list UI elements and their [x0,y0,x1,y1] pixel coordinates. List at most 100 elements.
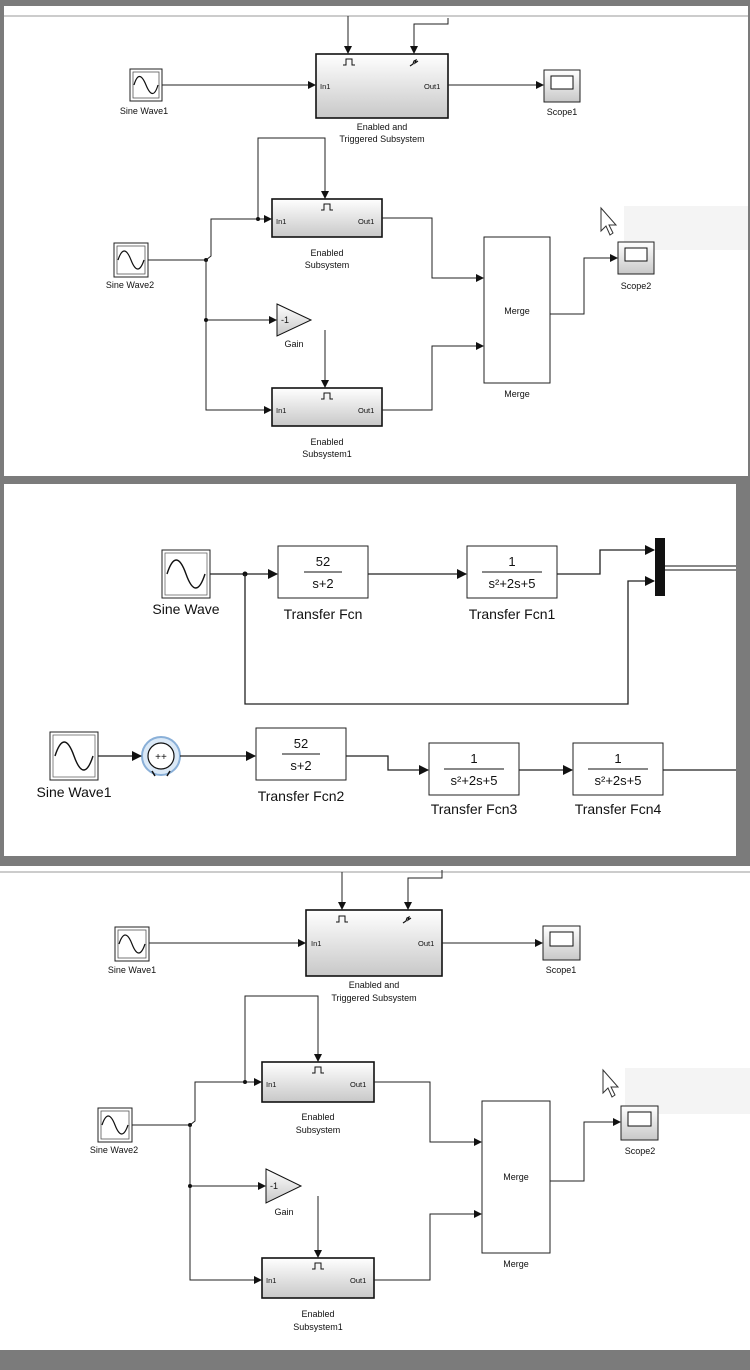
transfer-fcn-label: Transfer Fcn [284,606,363,622]
tf-numerator: 1 [508,554,515,569]
transfer-fcn3-block[interactable]: 1 s²+2s+5 [428,742,520,796]
sum-block[interactable]: ++ [141,736,181,777]
sine-wave-icon [117,250,145,270]
tf-denominator: s²+2s+5 [595,773,642,788]
enable-port-icon [312,1066,324,1074]
merge-inner-label: Merge [504,306,530,316]
transfer-fcn2-block[interactable]: 52 s+2 [255,727,347,781]
sine-wave1-block[interactable] [49,731,99,781]
model-canvas-middle[interactable]: Sine Wave 52 s+2 Transfer Fcn 1 s²+2s+5 … [4,484,736,856]
scope-screen-icon [549,931,574,947]
in1-port-label: In1 [276,217,286,226]
sine-wave1-block[interactable] [129,68,163,102]
scope-screen-icon [627,1111,652,1127]
scope1-block[interactable] [542,925,581,961]
sine-wave-icon [166,559,206,589]
in1-port-label: In1 [266,1276,276,1285]
tf-denominator: s+2 [312,576,333,591]
scope2-block[interactable] [620,1105,659,1141]
ets-title-line2: Triggered Subsystem [331,993,416,1003]
signal-lines [148,16,618,414]
scope2-block[interactable] [617,241,655,275]
merge-block[interactable]: Merge [483,236,551,384]
sine-wave1-block[interactable] [114,926,150,962]
sum-signs: ++ [155,752,167,763]
sine-wave1-label: Sine Wave1 [37,784,112,800]
trigger-port-icon [409,58,419,67]
model-canvas-bottom[interactable]: Sine Wave1 In1 Out1 Enabled and Triggere… [0,866,750,1350]
sine-wave2-block[interactable] [113,242,149,278]
ets-title-line1: Enabled and [349,980,400,990]
scope2-label: Scope2 [625,1146,656,1156]
out1-port-label: Out1 [358,217,374,226]
transfer-fcn1-label: Transfer Fcn1 [469,606,556,622]
signal-lines [132,870,621,1284]
scope1-block[interactable] [543,69,581,103]
merge-inner-label: Merge [503,1172,529,1182]
out1-port-label: Out1 [350,1276,366,1285]
sine-wave2-block[interactable] [97,1107,133,1143]
mux-block[interactable] [655,538,665,596]
transfer-fcn4-label: Transfer Fcn4 [575,801,662,817]
es-title-line2: Subsystem [305,260,350,270]
merge-label: Merge [504,389,530,399]
tf-denominator: s²+2s+5 [489,576,536,591]
ets-title-line2: Triggered Subsystem [339,134,424,144]
merge-block[interactable]: Merge [481,1100,551,1254]
sine-wave-icon [54,741,94,771]
in1-port-label: In1 [276,406,286,415]
es1-title-line1: Enabled [310,437,343,447]
enabled-triggered-subsystem-block[interactable]: In1 Out1 [315,53,449,119]
enable-port-icon [321,203,333,211]
model-canvas-top[interactable]: Sine Wave1 In1 Out1 Enabled and Triggere… [4,6,748,476]
transfer-fcn1-block[interactable]: 1 s²+2s+5 [466,545,558,599]
out1-port-label: Out1 [358,406,374,415]
gain-value: -1 [281,315,289,325]
tf-numerator: 52 [316,554,330,569]
in1-port-label: In1 [266,1080,276,1089]
es1-title-line2: Subsystem1 [302,449,352,459]
enable-port-icon [312,1262,324,1270]
gain-block[interactable]: -1 [276,303,313,337]
transfer-fcn3-label: Transfer Fcn3 [431,801,518,817]
tf-numerator: 1 [614,751,621,766]
enabled-subsystem1-block[interactable]: In1 Out1 [261,1257,375,1299]
sine-wave-icon [118,934,146,954]
sine-wave2-label: Sine Wave2 [106,280,154,290]
enabled-triggered-subsystem-block[interactable]: In1 Out1 [305,909,443,977]
es-title-line2: Subsystem [296,1125,341,1135]
signal-lines [98,545,736,775]
mouse-cursor-icon [600,206,618,236]
in1-port-label: In1 [311,939,321,948]
enable-port-icon [336,915,348,923]
tf-numerator: 52 [294,736,308,751]
gain-label: Gain [284,339,303,349]
es1-title-line1: Enabled [301,1309,334,1319]
scope1-label: Scope1 [547,107,578,117]
tf-denominator: s+2 [290,758,311,773]
sine-wave2-label: Sine Wave2 [90,1145,138,1155]
gain-value: -1 [270,1181,278,1191]
sine-wave-block[interactable] [161,549,211,599]
enabled-subsystem1-block[interactable]: In1 Out1 [271,387,383,427]
out1-port-label: Out1 [418,939,434,948]
out1-port-label: Out1 [350,1080,366,1089]
gain-block[interactable]: -1 [265,1168,303,1204]
enabled-subsystem-block[interactable]: In1 Out1 [271,198,383,238]
es-title-line1: Enabled [310,248,343,258]
enabled-subsystem-block[interactable]: In1 Out1 [261,1061,375,1103]
transfer-fcn-block[interactable]: 52 s+2 [277,545,369,599]
es1-title-line2: Subsystem1 [293,1322,343,1332]
sine-wave-label: Sine Wave [152,601,219,617]
gain-label: Gain [274,1207,293,1217]
scope1-label: Scope1 [546,965,577,975]
transfer-fcn2-label: Transfer Fcn2 [258,788,345,804]
scope2-label: Scope2 [621,281,652,291]
tf-numerator: 1 [470,751,477,766]
sine-wave1-label: Sine Wave1 [120,106,168,116]
out1-port-label: Out1 [424,82,440,91]
scope-screen-icon [550,75,574,90]
transfer-fcn4-block[interactable]: 1 s²+2s+5 [572,742,664,796]
trigger-port-icon [402,915,412,924]
enable-port-icon [343,58,355,66]
